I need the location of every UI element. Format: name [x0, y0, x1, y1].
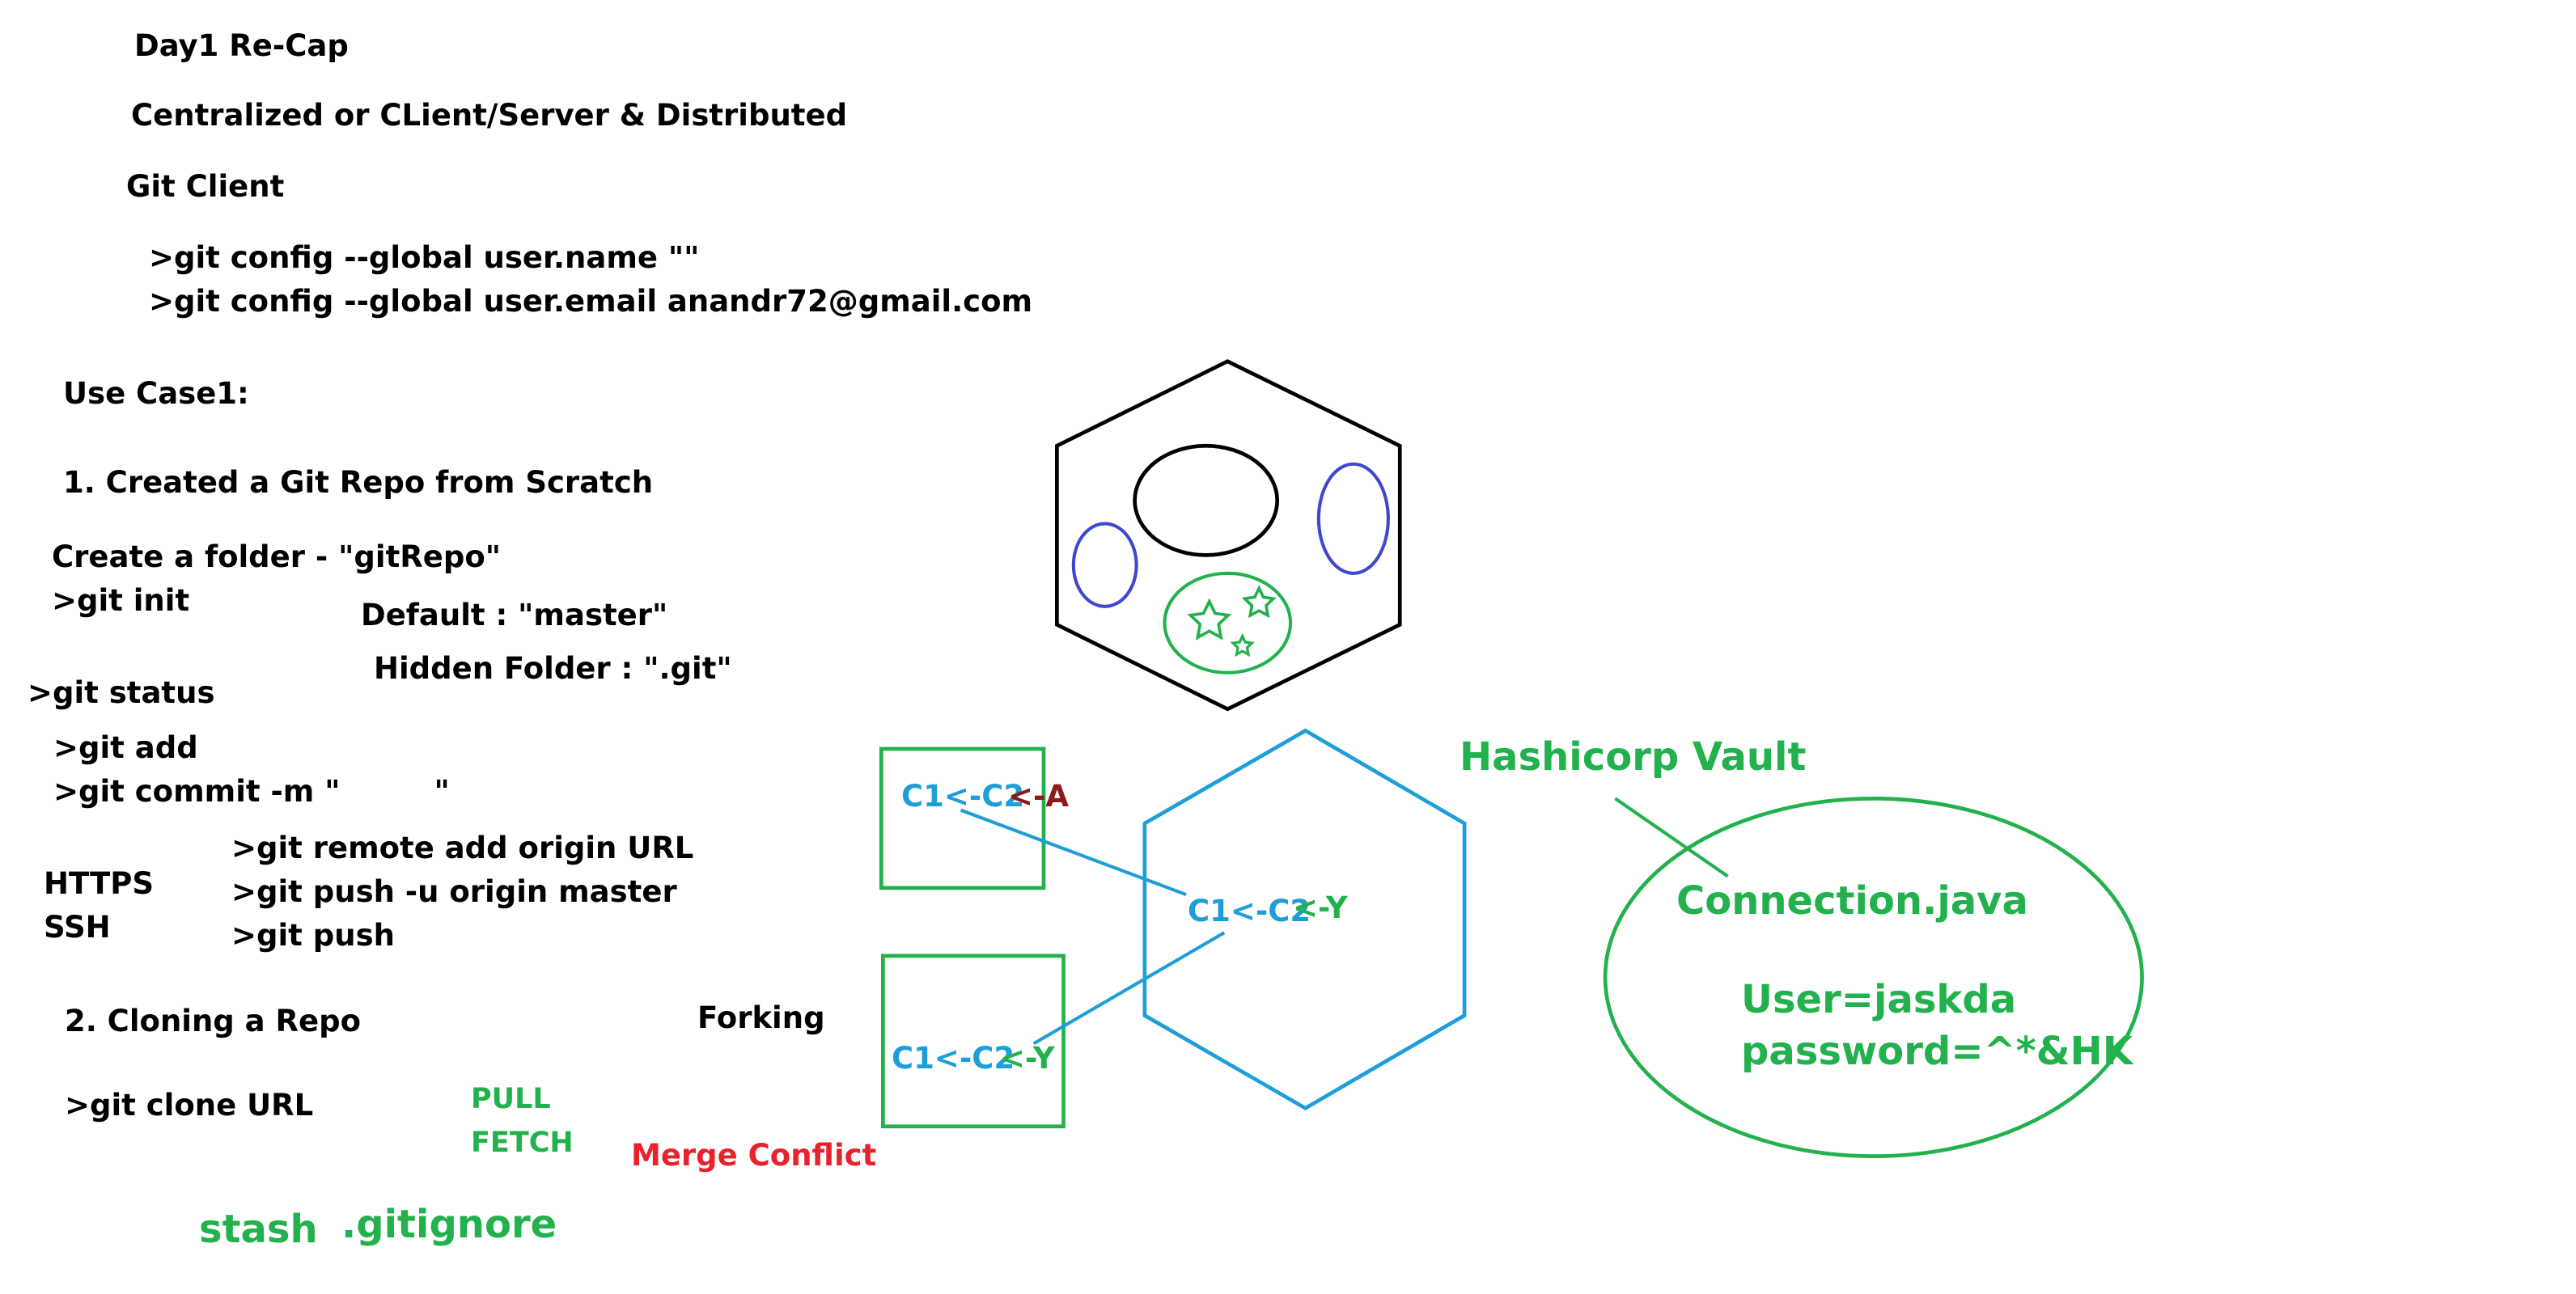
- blue-ellipse-right: [1316, 462, 1390, 575]
- box-top-ref: <-A: [1008, 779, 1069, 814]
- recap-title: Day1 Re-Cap: [134, 28, 349, 63]
- https-label: HTTPS: [44, 866, 155, 901]
- green-box-top: [879, 746, 1046, 890]
- gitignore-label: .gitignore: [341, 1202, 557, 1247]
- box-bottom-commits: C1<-C2: [892, 1041, 1015, 1076]
- step2-heading: 2. Cloning a Repo: [65, 1004, 362, 1038]
- box-top-commits: C1<-C2: [901, 779, 1025, 814]
- push-cmd: >git push: [231, 918, 395, 953]
- vault-pointer: [1614, 797, 1729, 878]
- green-ellipse: [1163, 571, 1293, 674]
- hex-commits: C1<-C2: [1188, 894, 1311, 928]
- pull-label: PULL: [471, 1083, 551, 1115]
- vcs-models: Centralized or CLient/Server & Distribut…: [131, 98, 848, 133]
- vault-title: Hashicorp Vault: [1460, 734, 1807, 780]
- merge-conflict-label: Merge Conflict: [631, 1138, 877, 1173]
- push-u-cmd: >git push -u origin master: [231, 874, 677, 909]
- use-case-heading: Use Case1:: [63, 376, 249, 411]
- black-hexagon: [1055, 359, 1402, 712]
- vault-user: User=jaskda: [1741, 977, 2017, 1022]
- hidden-folder-note: Hidden Folder : ".git": [374, 651, 732, 686]
- connector-bottom: [1032, 931, 1226, 1046]
- git-commit-cmd: >git commit -m " ": [53, 774, 450, 809]
- config-name-cmd: >git config --global user.name "": [149, 240, 700, 275]
- repo-hexagon-sketch: [1055, 359, 1402, 712]
- stash-label: stash: [199, 1207, 318, 1252]
- blue-hexagon-remote: [1142, 728, 1467, 1110]
- star-icon: [1230, 632, 1255, 658]
- git-init-cmd: >git init: [52, 583, 190, 618]
- green-box-bottom: [881, 954, 1066, 1129]
- default-branch-note: Default : "master": [361, 598, 668, 632]
- config-email-cmd: >git config --global user.email anandr72…: [149, 284, 1033, 319]
- ssh-label: SSH: [44, 910, 111, 945]
- remote-add-cmd: >git remote add origin URL: [231, 831, 694, 865]
- connector-top: [960, 808, 1187, 897]
- forking-label: Forking: [697, 1000, 825, 1035]
- git-client-heading: Git Client: [126, 169, 285, 204]
- create-folder-note: Create a folder - "gitRepo": [52, 539, 502, 574]
- fetch-label: FETCH: [471, 1127, 574, 1159]
- star-icon: [1187, 598, 1232, 641]
- git-add-cmd: >git add: [53, 730, 198, 765]
- star-icon: [1241, 585, 1277, 619]
- step1-heading: 1. Created a Git Repo from Scratch: [63, 465, 654, 500]
- git-status-cmd: >git status: [28, 675, 215, 710]
- black-ellipse: [1133, 443, 1280, 557]
- vault-file: Connection.java: [1676, 878, 2028, 924]
- hex-ref: <-Y: [1293, 890, 1348, 925]
- blue-ellipse-left: [1071, 522, 1138, 608]
- box-bottom-ref: <-Y: [1000, 1041, 1055, 1076]
- vault-password: password=^*&HK: [1741, 1029, 2133, 1074]
- git-clone-cmd: >git clone URL: [65, 1088, 314, 1123]
- vault-ellipse: [1603, 796, 2144, 1158]
